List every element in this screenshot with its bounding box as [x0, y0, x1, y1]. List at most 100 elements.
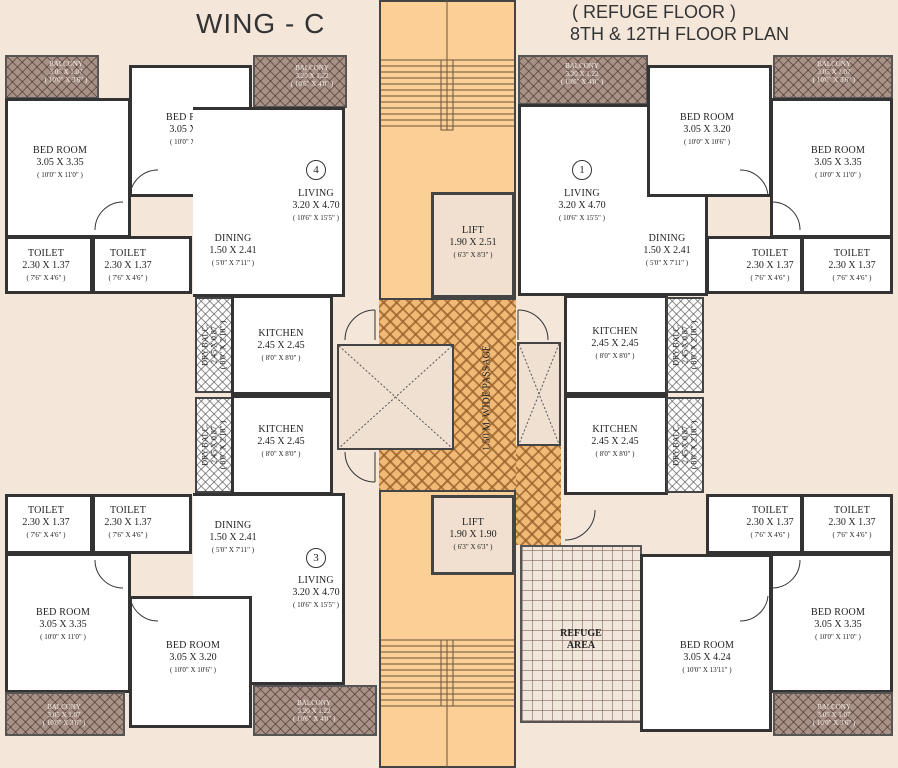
flat1-balcony-b-ft: ( 10'6" X 4'0" ) — [560, 78, 604, 86]
flat1-bedroom-a-name: BED ROOM — [810, 145, 866, 156]
flat1-bedroom-a-dim: 3.05 X 3.35 — [814, 157, 862, 168]
flat1-balcony-a-ft: ( 10'0" X 3'6" ) — [812, 76, 856, 84]
flat4-kitchen — [231, 295, 333, 395]
flat4-toilet-b-name: TOILET — [109, 248, 147, 259]
flat1-bedroom-b-label: BED ROOM 3.05 X 3.20 ( 10'0" X 10'6" ) — [680, 112, 734, 148]
flat2-balcony-a-label: BALCONY 3.05 X 1.07 ( 10'0" X 3'6" ) — [813, 703, 855, 727]
flat4-toilet-a — [5, 236, 93, 294]
flat1-balcony-a-dim: 3.05 X 1.07 — [817, 68, 851, 76]
flat1-balcony-b-name: BALCONY — [565, 62, 599, 70]
flat4-dining-label: DINING 1.50 X 2.41 ( 5'0" X 7'11" ) — [209, 233, 256, 269]
flat1-toilet-b — [706, 236, 803, 294]
flat4-balcony-b-label: BALCONY 3.20 X 1.22 ( 10'6" X 4'0" ) — [291, 64, 333, 88]
flat4-balcony-b-ft: ( 10'6" X 4'0" ) — [290, 80, 334, 88]
flat1-dining-dim: 1.50 X 2.41 — [643, 245, 691, 256]
flat2-bedroom-b-ft: ( 10'0" X 13'11" ) — [682, 666, 732, 674]
flat3-living-ft: ( 10'6" X 15'5" ) — [293, 601, 339, 609]
lift-2-name: LIFT — [462, 517, 484, 528]
flat3-living-dim: 3.20 X 4.70 — [292, 587, 340, 598]
shaft-cross-marks — [338, 343, 560, 449]
flat4-dining-ft: ( 5'0" X 7'11" ) — [211, 259, 255, 267]
flat2-toilet-b-dim: 2.30 X 1.37 — [746, 517, 794, 528]
flat2-balcony-a-name: BALCONY — [817, 703, 851, 711]
flat1-toilet-a-name: TOILET — [833, 248, 871, 259]
flat3-bedroom-a-name: BED ROOM — [35, 607, 91, 618]
flat3-bedroom-a-label: BED ROOM 3.05 X 3.35 ( 10'0" X 11'0" ) — [36, 607, 90, 643]
flat1-kitchen-dim: 2.45 X 2.45 — [591, 338, 639, 349]
flat4-living-name: LIVING — [298, 188, 334, 199]
flat2-balcony-a-ft: ( 10'0" X 3'6" ) — [812, 719, 856, 727]
flat2-toilet-a — [801, 494, 893, 554]
door-swings — [94, 169, 801, 622]
flat2-toilet-a-dim: 2.30 X 1.37 — [828, 517, 876, 528]
flat4-bedroom-a-name: BED ROOM — [32, 145, 88, 156]
flat1-dining-ft: ( 5'0" X 7'11" ) — [645, 259, 689, 267]
flat4-toilet-a-name: TOILET — [27, 248, 65, 259]
lift-1-ft: ( 6'3" X 8'3" ) — [453, 251, 493, 259]
flat1-number: 1 — [572, 160, 592, 180]
flat1-toilet-b-label: TOILET 2.30 X 1.37 ( 7'6" X 4'6" ) — [746, 248, 793, 284]
flat2-bedroom-a — [770, 553, 893, 693]
flat1-bedroom-a-ft: ( 10'0" X 11'0" ) — [815, 171, 861, 179]
flat4-living-dim: 3.20 X 4.70 — [292, 200, 340, 211]
flat2-bedroom-a-ft: ( 10'0" X 11'0" ) — [815, 633, 861, 641]
flat3-toilet-b-label: TOILET 2.30 X 1.37 ( 7'6" X 4'6" ) — [104, 505, 151, 541]
flat4-bedroom-a-dim: 3.05 X 3.35 — [36, 157, 84, 168]
flat1-bedroom-a-label: BED ROOM 3.05 X 3.35 ( 10'0" X 11'0" ) — [811, 145, 865, 181]
flat3-balcony-a — [5, 692, 125, 736]
flat3-kitchen-ft: ( 8'0" X 8'0" ) — [261, 450, 301, 458]
flat4-balcony-a-dim: 3.05 X 1.07 — [49, 68, 83, 76]
flat1-toilet-b-dim: 2.30 X 1.37 — [746, 260, 794, 271]
flat1-living-name: LIVING — [564, 188, 600, 199]
flat4-living — [193, 107, 345, 297]
flat4-balcony-a-label: BALCONY 3.05 X 1.07 ( 10'0" X 3'6" ) — [45, 60, 87, 84]
lift-1-dim: 1.90 X 2.51 — [449, 237, 497, 248]
flat4-toilet-a-ft: ( 7'6" X 4'6" ) — [26, 274, 66, 282]
flat2-kitchen-dim: 2.45 X 2.45 — [591, 436, 639, 447]
flat4-balcony-b — [253, 55, 347, 108]
refuge-floor-note: ( REFUGE FLOOR ) — [572, 2, 737, 22]
flat2-dry-balcony — [666, 397, 704, 493]
lift-1-name: LIFT — [462, 225, 484, 236]
flat2-bedroom-a-label: BED ROOM 3.05 X 3.35 ( 10'0" X 11'0" ) — [811, 607, 865, 643]
flat3-bedroom-b-label: BED ROOM 3.05 X 3.20 ( 10'0" X 10'6" ) — [166, 640, 220, 676]
flat4-dining-dim: 1.50 X 2.41 — [209, 245, 257, 256]
flat3-dining-ft: ( 5'0" X 7'11" ) — [211, 546, 255, 554]
flat4-kitchen-name: KITCHEN — [258, 328, 304, 339]
flat1-balcony-b-dim: 3.20 X 1.22 — [565, 70, 599, 78]
flat3-bedroom-b-dim: 3.05 X 3.20 — [169, 652, 217, 663]
stair-treads-top — [381, 0, 514, 131]
flat3-kitchen-dim: 2.45 X 2.45 — [257, 436, 305, 447]
flat4-toilet-b-label: TOILET 2.30 X 1.37 ( 7'6" X 4'6" ) — [104, 248, 151, 284]
floor-plan-title: 8TH & 12TH FLOOR PLAN — [570, 24, 790, 44]
flat3-bedroom-b-name: BED ROOM — [165, 640, 221, 651]
flat1-living-dim: 3.20 X 4.70 — [558, 200, 606, 211]
flat1-dining-label: DINING 1.50 X 2.41 ( 5'0" X 7'11" ) — [643, 233, 690, 269]
lift-2-ft: ( 6'3" X 6'3" ) — [453, 543, 493, 551]
flat4-toilet-a-dim: 2.30 X 1.37 — [22, 260, 70, 271]
flat1-balcony-b — [518, 55, 648, 105]
stair-treads-bottom — [381, 639, 514, 768]
flat4-kitchen-dim: 2.45 X 2.45 — [257, 340, 305, 351]
flat3-toilet-a — [5, 494, 93, 554]
flat3-toilet-b-ft: ( 7'6" X 4'6" ) — [108, 531, 148, 539]
refuge-area — [520, 545, 642, 723]
flat1-kitchen-ft: ( 8'0" X 8'0" ) — [595, 352, 635, 360]
flat1-toilet-a-label: TOILET 2.30 X 1.37 ( 7'6" X 4'6" ) — [828, 248, 875, 284]
flat4-dining-name: DINING — [214, 233, 252, 244]
flat3-balcony-a-ft: ( 10'0" X 3'6" ) — [42, 719, 86, 727]
flat3-balcony-b — [253, 685, 377, 736]
flat2-kitchen-ft: ( 8'0" X 8'0" ) — [595, 450, 635, 458]
flat3-living-label: LIVING 3.20 X 4.70 ( 10'6" X 15'5" ) — [292, 575, 339, 611]
flat2-bedroom-b — [640, 554, 772, 732]
flat3-toilet-a-ft: ( 7'6" X 4'6" ) — [26, 531, 66, 539]
flat4-living-ft: ( 10'6" X 15'5" ) — [293, 214, 339, 222]
flat4-toilet-b-ft: ( 7'6" X 4'6" ) — [108, 274, 148, 282]
flat3-balcony-a-label: BALCONY 3.05 X 1.07 ( 10'0" X 3'6" ) — [43, 703, 85, 727]
flat4-bedroom-a-label: BED ROOM 3.05 X 3.35 ( 10'0" X 11'0" ) — [33, 145, 87, 181]
flat1-toilet-a-ft: ( 7'6" X 4'6" ) — [832, 274, 872, 282]
flat3-toilet-b-name: TOILET — [109, 505, 147, 516]
lift-1 — [431, 192, 515, 298]
flat3-bedroom-a — [5, 553, 131, 693]
